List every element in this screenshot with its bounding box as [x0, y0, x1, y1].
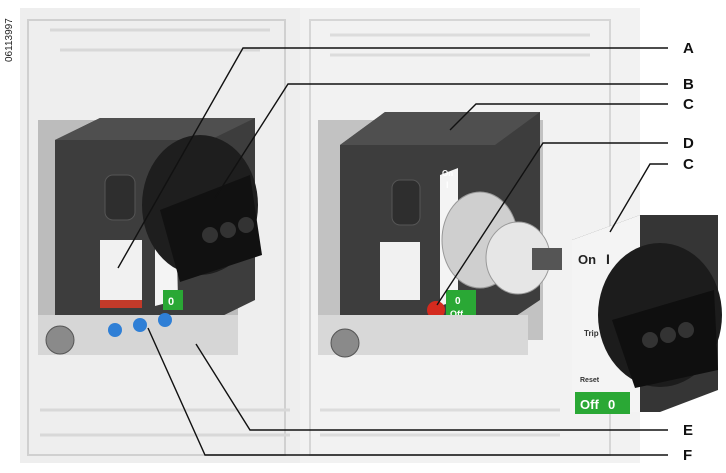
detached-padlock-hole-3 — [678, 322, 694, 338]
left-illustration: On I 0 — [20, 8, 300, 463]
rating-label-right — [380, 242, 420, 300]
detached-off-label: Off — [580, 397, 599, 412]
breaker-ribs-right — [320, 33, 590, 437]
detached-trip-label: Trip — [584, 329, 599, 338]
housing-top-left — [55, 118, 255, 140]
on-symbol-right: I — [446, 180, 449, 190]
detached-handle: On I Trip Reset Off 0 — [572, 215, 722, 414]
housing-top-right — [340, 112, 540, 145]
housing-window-left — [104, 174, 136, 221]
on-label-right: On — [442, 169, 453, 178]
leader-d — [436, 142, 668, 306]
housing-window-right — [391, 179, 421, 226]
callout-f: F — [683, 447, 692, 464]
leader-c-top — [449, 103, 668, 131]
knob-padlock-hole-1-left — [202, 227, 218, 243]
off-label-right: Off — [450, 309, 464, 319]
callout-b: B — [683, 76, 694, 93]
detached-padlock-hole-2 — [660, 327, 676, 343]
callout-d: D — [683, 135, 694, 152]
leader-a — [117, 47, 668, 269]
document-id: 06113997 — [4, 18, 15, 62]
detached-padlock-hole-1 — [642, 332, 658, 348]
off-symbol-right: 0 — [455, 296, 461, 307]
off-symbol-left: 0 — [168, 296, 174, 308]
leader-f — [147, 327, 668, 456]
detached-off-symbol: 0 — [608, 397, 615, 412]
reset-button-red — [427, 301, 445, 319]
callout-e: E — [683, 422, 693, 439]
detached-on-label: On — [578, 252, 596, 267]
callout-c-right: C — [683, 156, 694, 173]
leader-lines — [117, 47, 668, 456]
knob-padlock-hole-3-left — [238, 217, 254, 233]
trip-dial-1 — [108, 323, 122, 337]
trip-dial-2 — [133, 318, 147, 332]
detached-reset-label: Reset — [580, 377, 600, 384]
trip-unit-knob-right — [330, 328, 360, 358]
leader-e — [195, 343, 668, 431]
detached-on-symbol: I — [606, 251, 610, 267]
shaft-extension — [532, 248, 562, 270]
trip-unit-knob-left — [45, 325, 75, 355]
breaker-ribs-left — [40, 28, 290, 437]
leader-b — [214, 83, 668, 199]
callout-labels: A B C D C E F — [683, 40, 694, 464]
off-indicator-left — [163, 290, 183, 310]
rating-label-red-band-left — [100, 300, 142, 308]
detached-off-band — [575, 392, 630, 414]
leader-c-right — [609, 163, 668, 233]
rating-label-left — [100, 240, 142, 300]
trip-dial-3 — [158, 313, 172, 327]
knob-padlock-hole-2-left — [220, 222, 236, 238]
callout-a: A — [683, 40, 694, 57]
callout-c-top: C — [683, 96, 694, 113]
